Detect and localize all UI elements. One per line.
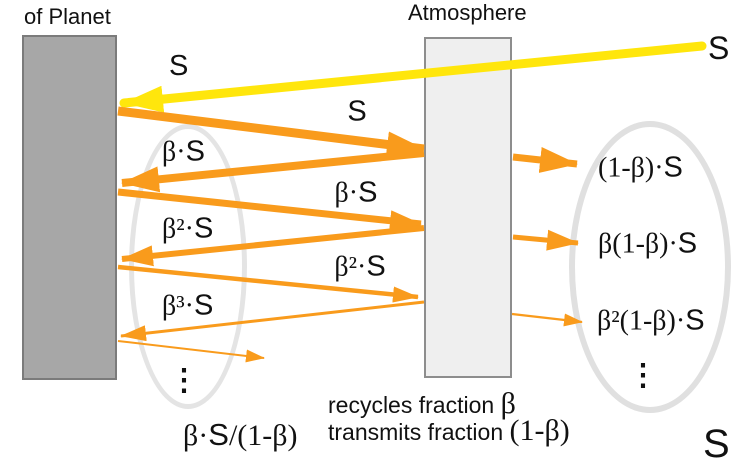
recycled-flux-label-3: β³·S xyxy=(162,290,213,323)
formula-s: S xyxy=(193,289,214,322)
formula-prefix: β²· xyxy=(334,251,367,283)
formula-prefix: β³· xyxy=(162,290,194,322)
transmitted-arrow-1 xyxy=(512,147,578,173)
transmitted-flux-label-2: β(1-β)·S xyxy=(598,228,697,261)
diminishing-arrow xyxy=(117,340,265,363)
note-text: recycles fraction xyxy=(328,392,501,418)
formula-s: S xyxy=(185,135,205,168)
formula-s: S xyxy=(208,417,229,452)
note-symbol: (1-β) xyxy=(509,414,570,447)
incident-sunlight-label: S xyxy=(169,50,189,82)
formula-s: S xyxy=(677,227,698,260)
formula-s: S xyxy=(358,176,378,209)
formula-s: S xyxy=(347,95,367,128)
surface-emission-arrow-3 xyxy=(117,264,419,303)
solar-source-label: S xyxy=(708,30,730,66)
formula-prefix: β· xyxy=(162,136,186,168)
recycled-flux-ellipsis: ⋮ xyxy=(169,364,199,397)
recycles-note: recycles fraction β xyxy=(328,387,516,421)
flux-arrows xyxy=(117,41,707,363)
recycled-flux-label-1: β·S xyxy=(162,136,205,169)
formula-prefix: β(1-β)· xyxy=(598,228,678,260)
atmosphere-rect xyxy=(424,37,512,378)
atmosphere-heading: Atmosphere xyxy=(408,0,527,25)
formula-suffix: /(1-β) xyxy=(228,419,298,452)
transmitted-arrow-3 xyxy=(511,312,583,327)
transmits-note: transmits fraction (1-β) xyxy=(328,414,570,448)
incident-sunlight-arrow xyxy=(119,41,707,113)
transmitted-flux-ellipse xyxy=(569,121,731,413)
note-text: transmits fraction xyxy=(328,419,510,445)
formula-s: S xyxy=(663,151,683,184)
upward-flux-label-2: β·S xyxy=(335,177,378,210)
formula-prefix: β· xyxy=(334,177,359,209)
formula-s: S xyxy=(193,212,214,245)
transmitted-flux-sum-partial: S xyxy=(703,422,730,466)
surface-emission-arrow-2 xyxy=(117,188,422,232)
transmitted-flux-label-1: (1-β)·S xyxy=(598,152,683,185)
formula-s: S xyxy=(685,304,705,337)
note-symbol: β xyxy=(500,387,516,420)
transmitted-arrow-2 xyxy=(512,229,579,251)
transmitted-flux-label-3: β²(1-β)·S xyxy=(597,305,705,338)
surface-emission-arrow-1 xyxy=(117,106,425,158)
upward-flux-label-3: β²·S xyxy=(334,251,385,284)
planet-heading: of Planet xyxy=(24,4,111,29)
planet-surface-rect xyxy=(22,35,117,380)
recycled-arrow-1 xyxy=(121,149,425,193)
upward-flux-label-1: S xyxy=(347,96,366,129)
recycled-flux-label-2: β²·S xyxy=(162,213,213,246)
formula-s: S xyxy=(366,250,386,283)
formula-prefix: β²· xyxy=(162,213,194,245)
recycled-flux-sum-partial: β·S/(1-β) xyxy=(183,417,298,453)
formula-prefix: β²(1-β)· xyxy=(597,305,686,337)
transmitted-flux-ellipsis: ⋮ xyxy=(628,359,658,392)
formula-prefix: (1-β)· xyxy=(598,152,664,184)
formula-prefix: β· xyxy=(183,419,209,452)
greenhouse-effect-diagram: of Planet Atmosphere S S S β·S β²·S β·S … xyxy=(22,0,731,466)
recycled-arrow-2 xyxy=(121,225,425,267)
recycled-arrow-3 xyxy=(120,300,425,342)
